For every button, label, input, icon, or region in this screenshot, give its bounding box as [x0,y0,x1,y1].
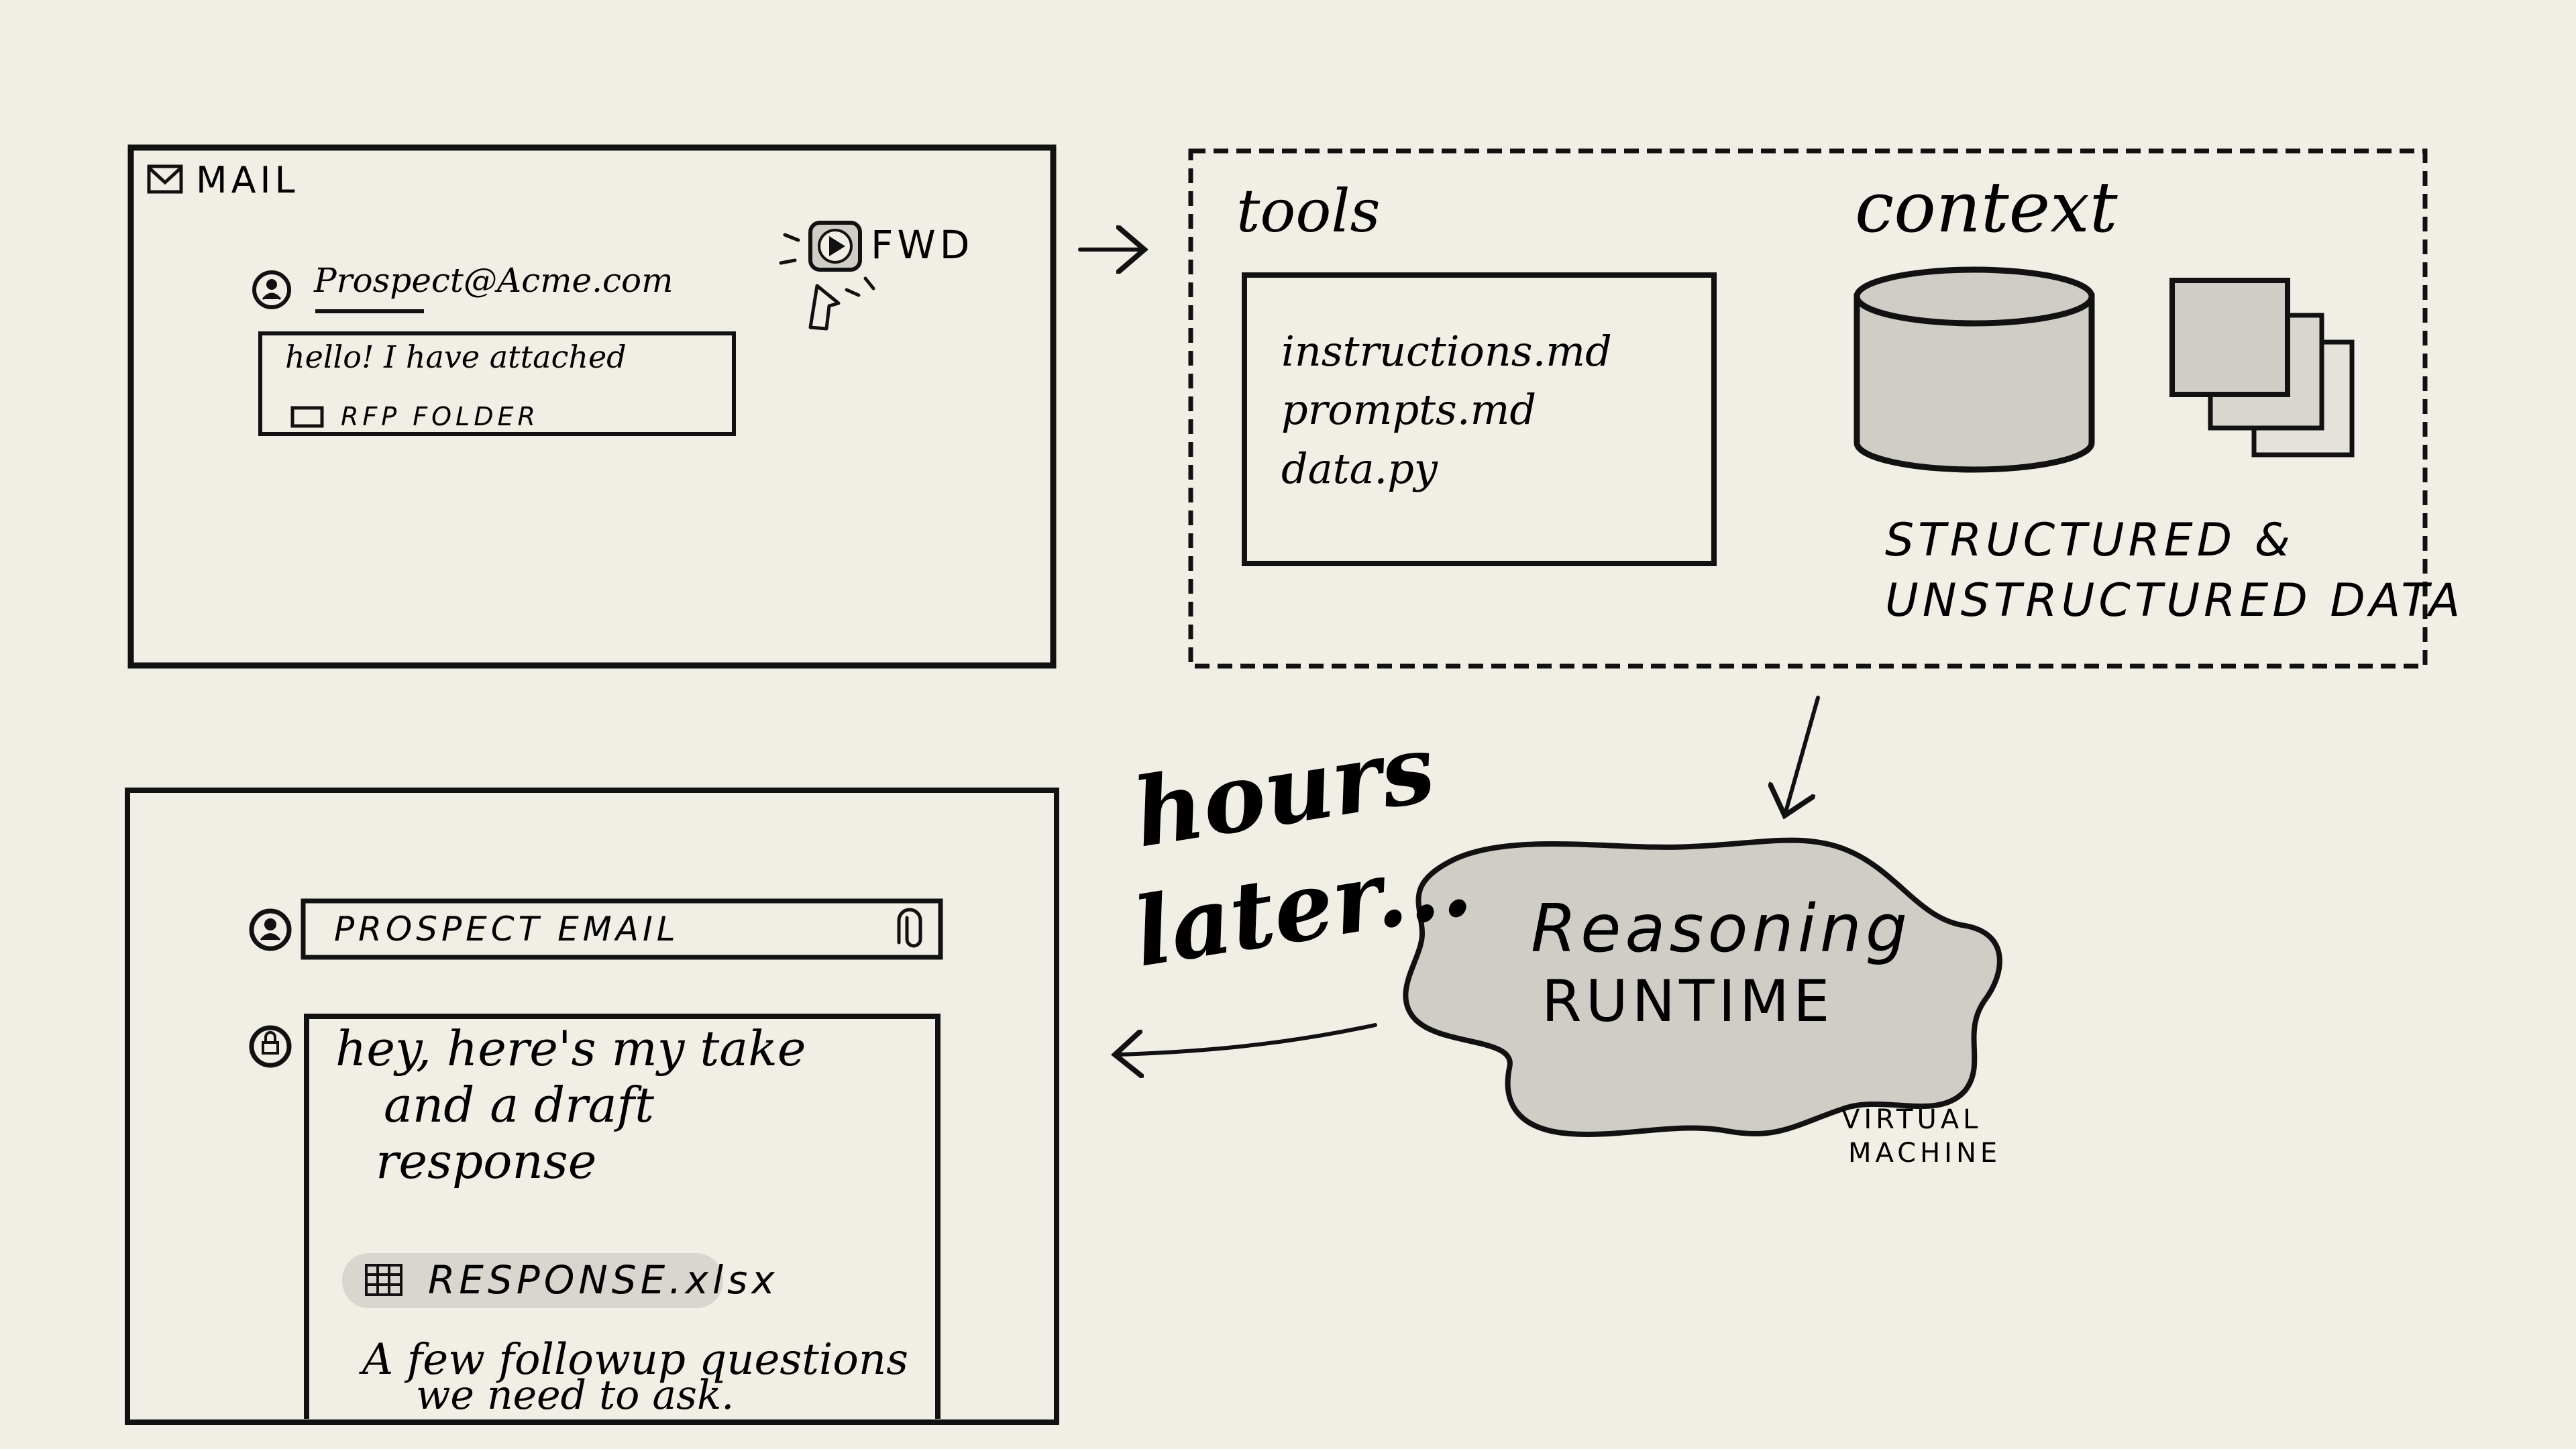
context-heading: context [1855,166,2118,248]
agent-avatar-icon [249,1025,292,1068]
followup-line2: we need to ask. [416,1372,734,1419]
mouse-cursor-icon [808,284,841,331]
forward-play-icon [829,236,845,256]
prospect-avatar-icon [249,908,292,951]
vm-label-line2: MACHINE [1848,1138,2001,1169]
reply-window-frame [125,788,1059,1425]
message-line: hello! I have attached [285,339,627,375]
arrow-to-runtime [1786,696,1820,812]
sender-avatar-icon [252,270,291,309]
mail-panel: MAIL Prospect@Acme.com hello! I have att… [127,144,1057,669]
reply-line3: response [376,1133,596,1189]
reply-line1: hey, here's my take [335,1020,806,1077]
sender-address[interactable]: Prospect@Acme.com [313,261,674,300]
tool-file-data[interactable]: data.py [1281,444,1438,493]
context-panel: tools instructions.md prompts.md data.py… [1188,148,2464,669]
click-burst-icon [779,233,875,297]
tools-heading: tools [1236,176,1381,246]
mail-app-label: MAIL [196,159,299,201]
forward-button[interactable]: FWD [808,221,973,272]
quoted-email-label: PROSPECT EMAIL [334,910,680,949]
paperclip-icon [897,908,922,948]
reasoning-runtime: Reasoning RUNTIME VIRTUAL MACHINE [1403,837,2002,1169]
vm-label-line1: VIRTUAL [1841,1104,1982,1135]
folder-icon [290,406,324,428]
forward-label[interactable]: FWD [871,222,973,268]
data-caption-line1: STRUCTURED & [1885,514,2294,567]
tools-file-box [1242,272,1717,566]
tool-file-instructions[interactable]: instructions.md [1281,327,1612,376]
documents-stack-icon [2169,278,2355,458]
runtime-label-line2: RUNTIME [1542,968,1833,1035]
mail-envelope-icon [147,164,183,194]
response-attachment-pill[interactable] [342,1253,723,1308]
tool-file-prompts[interactable]: prompts.md [1281,385,1536,434]
context-dashed-frame [1188,148,2428,669]
message-body-box [258,331,736,436]
runtime-label-line1: Reasoning [1531,891,1911,967]
attachment-rfp-folder[interactable]: RFP FOLDER [341,402,539,431]
database-icon [1854,266,2095,473]
spreadsheet-icon [365,1264,402,1296]
runtime-cloud-shape [1403,837,2002,1137]
data-caption-line2: UNSTRUCTURED DATA [1885,574,2464,627]
arrow-to-reply [1119,1023,1377,1055]
reply-body-box [304,1014,941,1419]
reply-line2: and a draft [384,1077,655,1133]
response-attachment-label[interactable]: RESPONSE.xlsx [428,1257,779,1303]
reply-panel: PROSPECT EMAIL hey, here's my take and a… [125,788,1059,1425]
mail-window-frame [127,144,1057,669]
followup-line1: A few followup questions [359,1335,908,1385]
quoted-email-bar[interactable] [301,898,943,960]
